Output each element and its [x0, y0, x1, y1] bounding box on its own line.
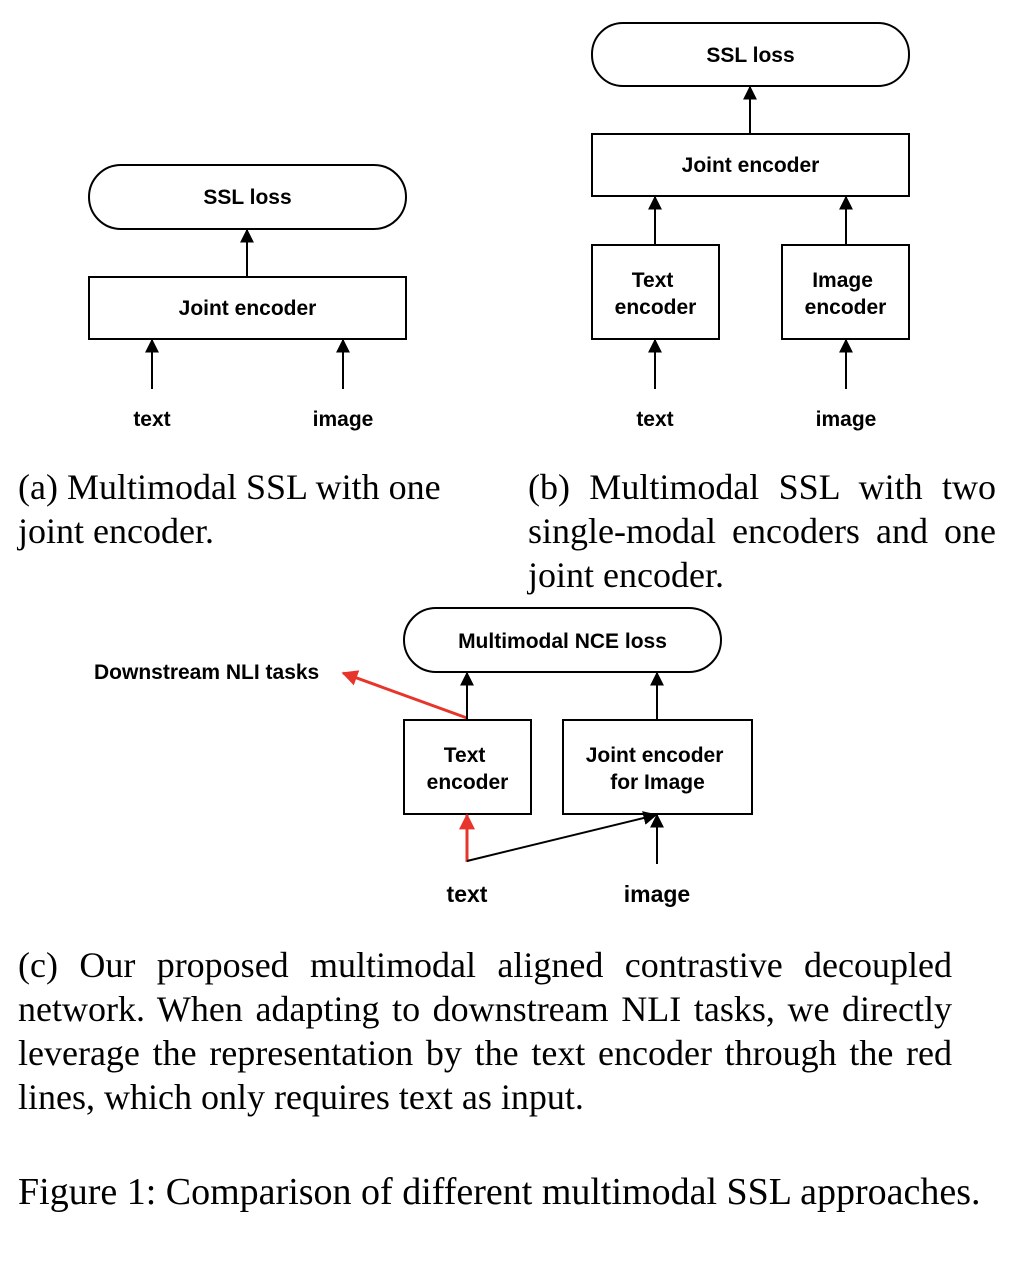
- panel-b-input-image: image: [816, 408, 877, 431]
- panel-b-text-encoder-line-2: encoder: [615, 296, 697, 319]
- panel-c-joint-image-encoder-line-1: Joint encoder: [586, 744, 724, 767]
- panel-b-image-encoder-line-2: encoder: [805, 296, 887, 319]
- panel-c-joint-image-encoder-line-2: for Image: [610, 771, 705, 794]
- panel-a-joint-encoder-node: [88, 276, 407, 340]
- panel-b-image-encoder-line-1: Image: [812, 269, 873, 292]
- panel-c-downstream-red-arrow: [341, 670, 468, 720]
- panel-a-input-image: image: [313, 408, 374, 431]
- panel-c-caption: (c) Our proposed multimodal aligned cont…: [18, 945, 952, 1117]
- panel-c-text-encoder-node: [403, 719, 532, 815]
- panel-a: SSL loss Joint encoder text image: [88, 164, 407, 431]
- panel-b-caption: (b) Multimodal SSL with two single-modal…: [528, 467, 996, 595]
- panel-b-text-encoder-node: [591, 244, 720, 340]
- panel-c-joint-image-encoder-node: [562, 719, 753, 815]
- panel-b: SSL loss Joint encoder Text encoder Imag…: [591, 22, 910, 431]
- panel-c-input-image: image: [624, 881, 690, 907]
- figure-caption: Figure 1: Comparison of different multim…: [18, 1171, 981, 1213]
- panel-b-joint-encoder-label: Joint encoder: [682, 154, 820, 177]
- panel-b-image-encoder-node: [781, 244, 910, 340]
- panel-c-text-encoder-label: Text encoder: [427, 744, 509, 794]
- panel-a-caption: (a) Multimodal SSL with one joint encode…: [18, 467, 441, 551]
- panel-a-input-text: text: [133, 408, 170, 431]
- panel-c-nce-loss-label: Multimodal NCE loss: [458, 630, 667, 653]
- panel-b-text-encoder-line-1: Text: [632, 269, 674, 292]
- panel-c-input-text: text: [447, 881, 488, 907]
- panel-c-downstream-label: Downstream NLI tasks: [94, 661, 319, 684]
- panel-b-image-encoder-label: Image encoder: [805, 269, 887, 319]
- panel-b-joint-encoder-node: [591, 133, 910, 197]
- panel-b-ssl-loss-label: SSL loss: [706, 44, 794, 67]
- panel-c: Multimodal NCE loss Downstream NLI tasks…: [94, 607, 753, 907]
- panel-b-text-encoder-label: Text encoder: [615, 269, 697, 319]
- panel-c-joint-image-encoder-label: Joint encoder for Image: [586, 744, 730, 794]
- panel-a-joint-encoder-label: Joint encoder: [179, 297, 317, 320]
- panel-c-nce-loss-node: [403, 607, 722, 673]
- panel-c-text-to-joint-arrow: [466, 811, 658, 862]
- panel-a-ssl-loss-label: SSL loss: [203, 186, 291, 209]
- panel-c-text-encoder-line-2: encoder: [427, 771, 509, 794]
- panel-b-input-text: text: [636, 408, 673, 431]
- panel-c-text-encoder-line-1: Text: [444, 744, 486, 767]
